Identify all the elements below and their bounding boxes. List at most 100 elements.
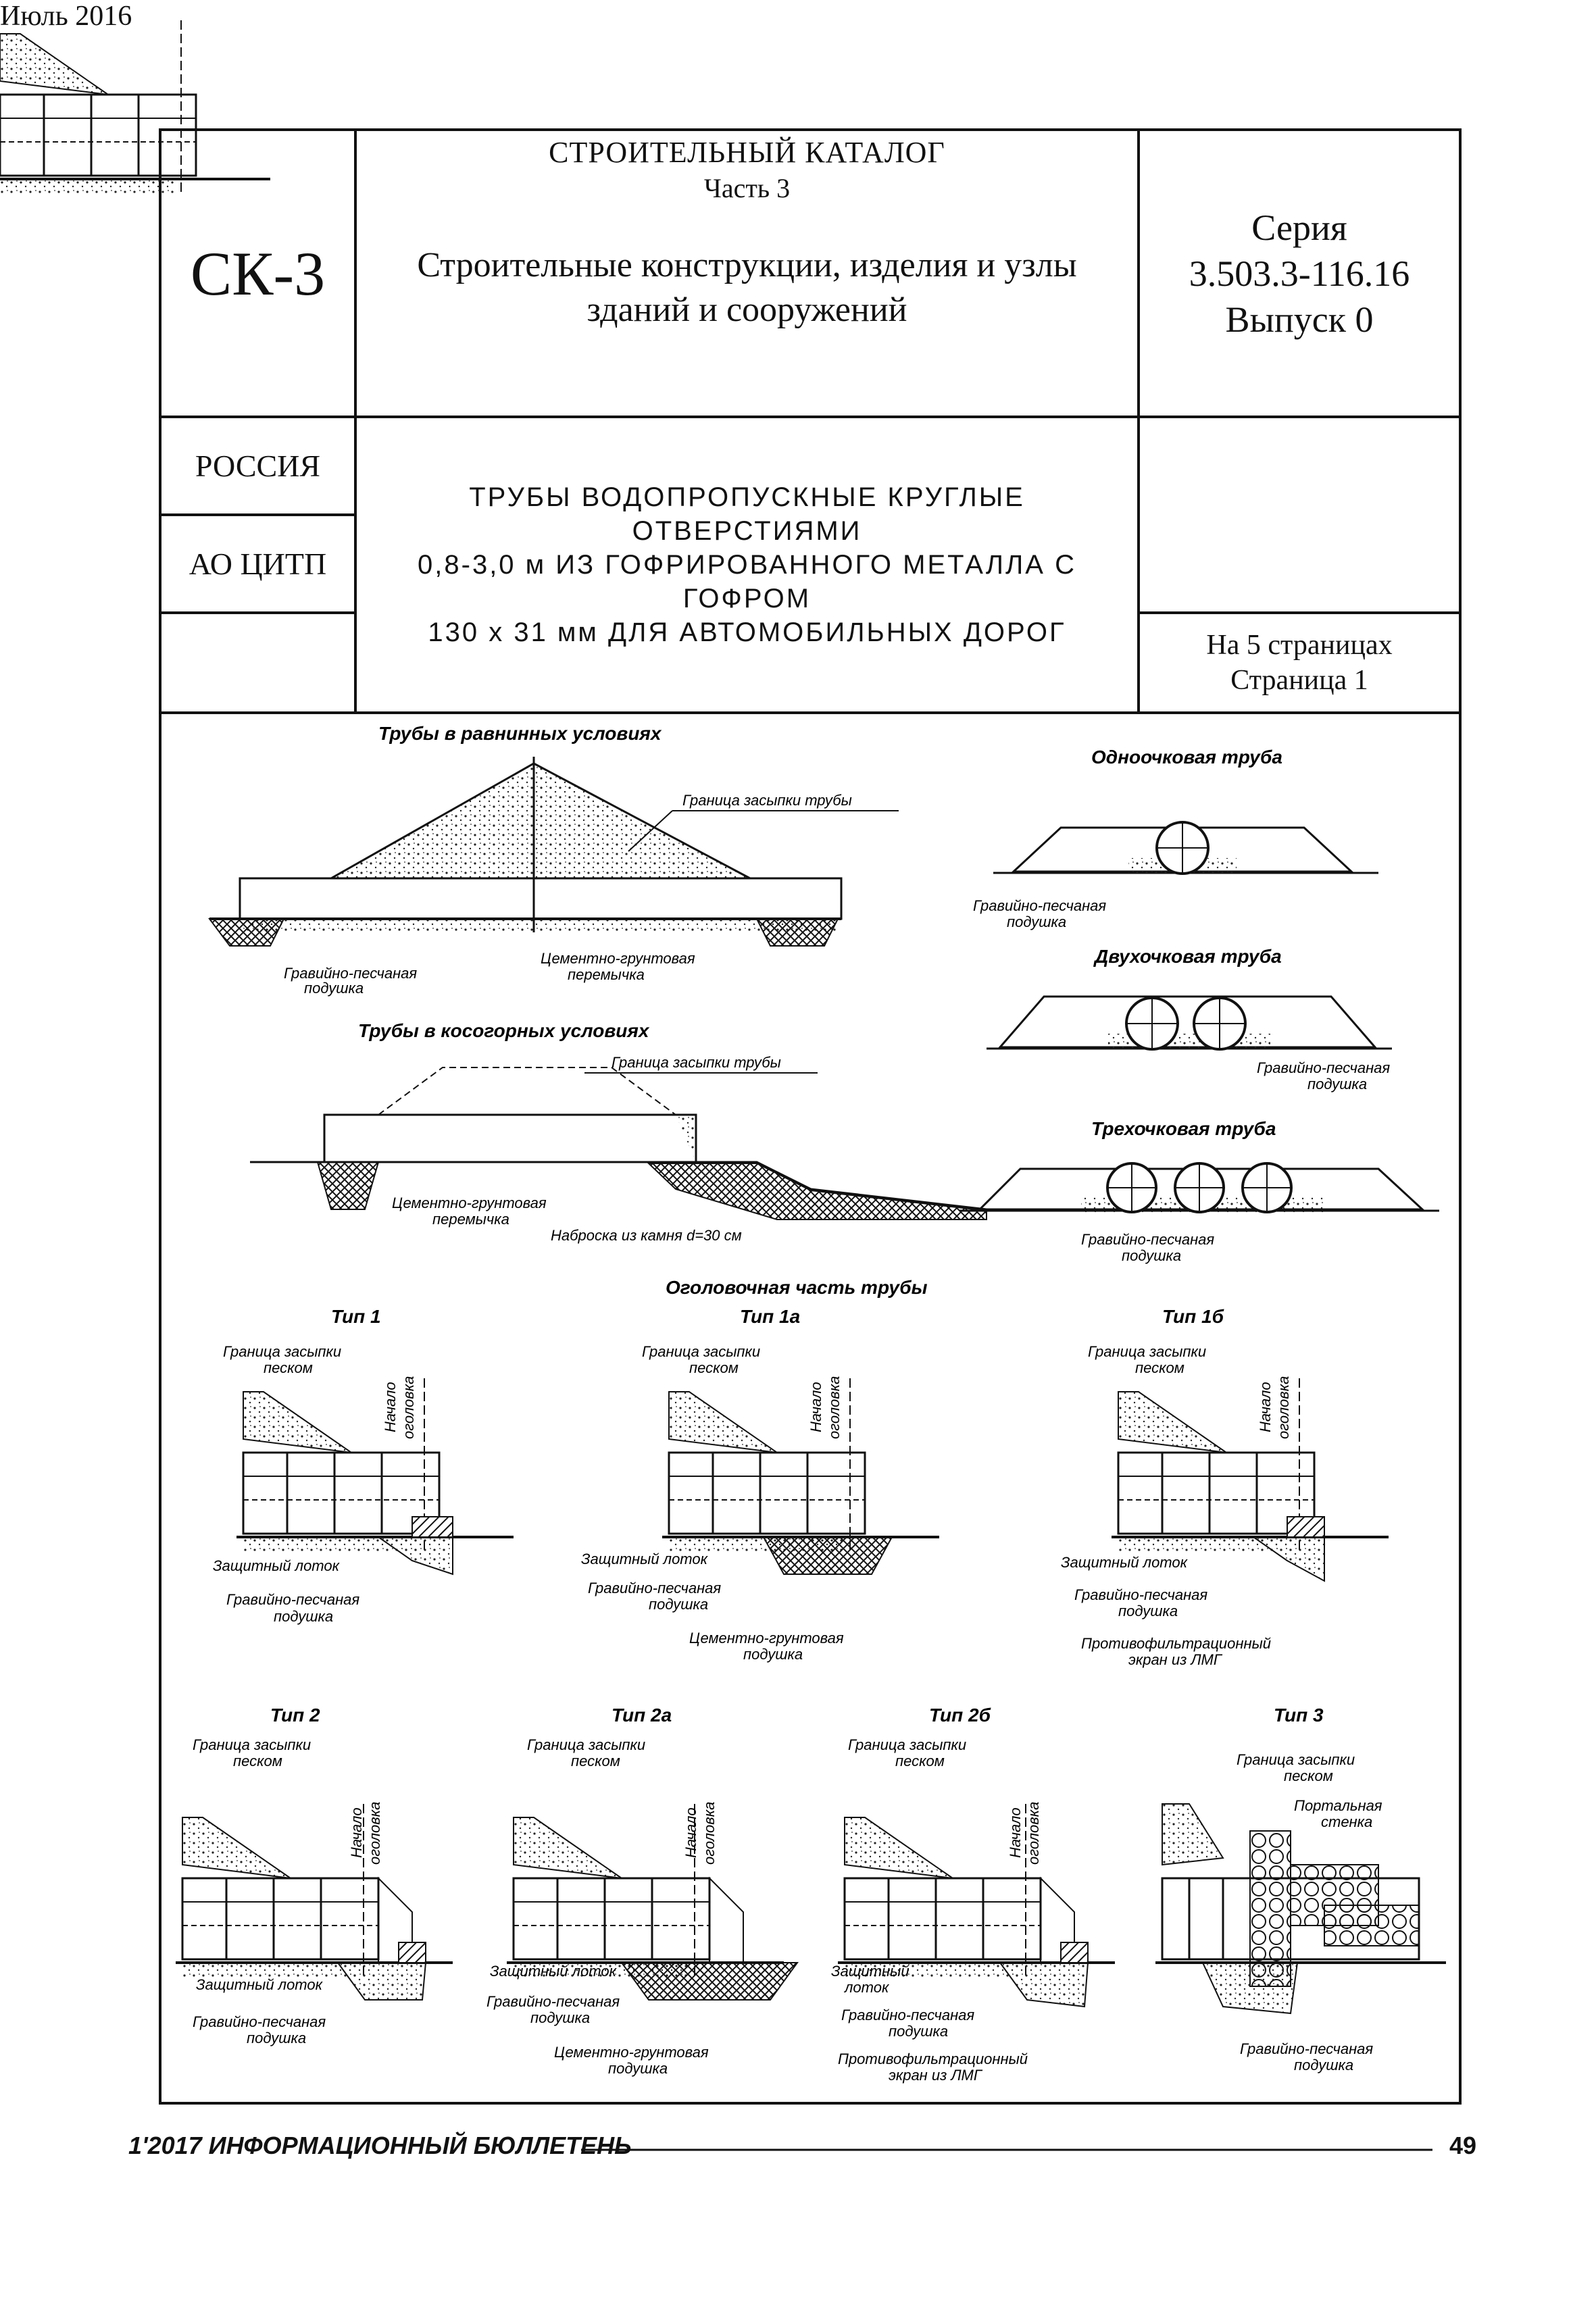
footer-bulletin: 1'2017 ИНФОРМАЦИОННЫЙ БЮЛЛЕТЕНЬ — [128, 2132, 632, 2159]
pages-cell: На 5 страницах Страница 1 — [1140, 614, 1459, 711]
catalog-frame — [159, 128, 1462, 2105]
t1b-tray: Защитный лоток — [1061, 1554, 1189, 1571]
slope-embankment — [250, 1067, 987, 1220]
t1-gravel-2: подушка — [274, 1608, 333, 1625]
t2a-sand-1: Граница засыпки — [527, 1736, 645, 1753]
type-1b-label: Тип 1б — [1162, 1306, 1224, 1327]
t3-sand-1: Граница засыпки — [1237, 1751, 1355, 1768]
single-pipe-title: Одноочковая труба — [1091, 747, 1282, 768]
triple-pipe-title: Трехочковая труба — [1091, 1118, 1276, 1139]
t2a-cement-1: Цементно-грунтовая — [554, 2044, 709, 2061]
series-issue: Выпуск 0 — [1225, 299, 1374, 340]
divider — [159, 513, 355, 516]
plain-conditions-title: Трубы в равнинных условиях — [378, 723, 662, 744]
type-3-label: Тип 3 — [1274, 1705, 1324, 1726]
fill-boundary-label: Граница засыпки трубы — [682, 792, 852, 809]
t2a-sand-2: песком — [571, 1753, 620, 1769]
slope-fill-label: Граница засыпки трубы — [612, 1054, 781, 1071]
t1a-head-start-2: оголовка — [826, 1376, 843, 1439]
t1b-head-start-1: Начало — [1257, 1382, 1274, 1432]
t2a-gravel-2: подушка — [530, 2009, 590, 2026]
t2a-head-start-2: оголовка — [701, 1802, 718, 1865]
doc-title-line-2: 0,8-3,0 м ИЗ ГОФРИРОВАННОГО МЕТАЛЛА С ГО… — [418, 550, 1076, 613]
t1a-sand-2: песком — [689, 1359, 739, 1376]
t2b-head-start-1: Начало — [1007, 1807, 1024, 1858]
date-cell: Июль 2016 — [0, 1, 132, 32]
divider — [1137, 128, 1140, 713]
double-pipe-drawing — [987, 995, 1392, 1051]
t2b-tray-1: Защитный — [831, 1963, 909, 1980]
page-number: Страница 1 — [1230, 665, 1368, 696]
t3-portal-1: Портальная — [1294, 1797, 1382, 1814]
t2b-sand-2: песком — [895, 1753, 945, 1769]
divider — [159, 711, 1462, 714]
t1b-sand-1: Граница засыпки — [1088, 1343, 1206, 1360]
pages-count: На 5 страницах — [1206, 630, 1393, 661]
org-cell: АО ЦИТП — [189, 547, 327, 581]
t2b-sand-1: Граница засыпки — [848, 1736, 966, 1753]
t3-gravel-2: подушка — [1294, 2057, 1353, 2073]
single-gravel-2: подушка — [1007, 913, 1066, 930]
doc-title-line-1: ТРУБЫ ВОДОПРОПУСКНЫЕ КРУГЛЫЕ ОТВЕРСТИЯМИ — [469, 482, 1025, 546]
slope-cement-label-1: Цементно-грунтовая — [392, 1194, 547, 1211]
catalog-title: СТРОИТЕЛЬНЫЙ КАТАЛОГ — [549, 136, 945, 169]
head-type-2b — [837, 1803, 1116, 2008]
country-cell: РОССИЯ — [195, 449, 321, 483]
t1-gravel-1: Гравийно-песчаная — [226, 1591, 359, 1608]
t1a-gravel-2: подушка — [649, 1596, 708, 1613]
head-part-title: Оголовочная часть трубы — [666, 1277, 928, 1298]
stone-label: Наброска из камня d=30 см — [551, 1227, 742, 1244]
document-title: ТРУБЫ ВОДОПРОПУСКНЫЕ КРУГЛЫЕ ОТВЕРСТИЯМИ… — [357, 418, 1137, 711]
head-type-2 — [174, 1803, 454, 2001]
cement-label-1: Цементно-грунтовая — [541, 950, 695, 967]
series-block: Серия 3.503.3-116.16 Выпуск 0 — [1140, 131, 1459, 416]
head-type-1 — [235, 1377, 515, 1576]
t2b-tray-2: лоток — [843, 1979, 890, 1996]
footer-page-number: 49 — [1449, 2132, 1477, 2159]
doc-title-line-3: 130 х 31 мм ДЛЯ АВТОМОБИЛЬНЫХ ДОРОГ — [428, 618, 1066, 647]
t3-sand-2: песком — [1284, 1767, 1333, 1784]
t1b-screen-1: Противофильтрационный — [1081, 1635, 1271, 1652]
head-type-2a — [505, 1803, 799, 2001]
catalog-subtitle-2: зданий и сооружений — [587, 291, 907, 329]
type-2a-label: Тип 2а — [612, 1705, 672, 1726]
t1a-cement-2: подушка — [743, 1646, 803, 1663]
t2b-gravel-1: Гравийно-песчаная — [841, 2007, 974, 2023]
t1a-head-start-1: Начало — [807, 1382, 824, 1432]
t1b-screen-2: экран из ЛМГ — [1128, 1651, 1223, 1668]
triple-pipe-drawing — [959, 1162, 1439, 1213]
double-gravel-1: Гравийно-песчаная — [1257, 1059, 1390, 1076]
t1b-gravel-2: подушка — [1118, 1603, 1178, 1619]
t1-sand-1: Граница засыпки — [223, 1343, 341, 1360]
cement-label-2: перемычка — [568, 966, 645, 983]
head-type-3 — [1155, 1803, 1446, 2015]
divider — [159, 611, 355, 614]
slope-conditions-title: Трубы в косогорных условиях — [358, 1020, 650, 1041]
catalog-part: Часть 3 — [703, 173, 791, 203]
t2-tray: Защитный лоток — [196, 1976, 324, 1993]
t2-sand-1: Граница засыпки — [193, 1736, 311, 1753]
t2-head-start-1: Начало — [348, 1807, 365, 1858]
t2-sand-2: песком — [233, 1753, 282, 1769]
gravel-label-2: подушка — [304, 980, 364, 997]
t2b-gravel-2: подушка — [889, 2023, 948, 2040]
t2b-head-start-2: оголовка — [1025, 1802, 1042, 1865]
t1-head-start-1: Начало — [382, 1382, 399, 1432]
catalog-subtitle-1: Строительные конструкции, изделия и узлы — [417, 246, 1077, 284]
t2b-screen-1: Противофильтрационный — [838, 2051, 1028, 2067]
t2a-tray: Защитный лоток — [490, 1963, 618, 1980]
triple-gravel-2: подушка — [1122, 1247, 1181, 1264]
series-label: Серия — [1251, 207, 1347, 248]
type-1-label: Тип 1 — [331, 1306, 381, 1327]
slope-cement-label-2: перемычка — [432, 1211, 509, 1228]
t1-sand-2: песком — [264, 1359, 313, 1376]
catalog-title-block: СТРОИТЕЛЬНЫЙ КАТАЛОГ Часть 3 Строительны… — [357, 131, 1137, 416]
double-pipe-title: Двухочковая труба — [1093, 946, 1282, 967]
t3-gravel-1: Гравийно-песчаная — [1240, 2040, 1373, 2057]
t2b-screen-2: экран из ЛМГ — [889, 2067, 983, 2084]
t1-head-start-2: оголовка — [400, 1376, 417, 1439]
t2a-gravel-1: Гравийно-песчаная — [487, 1993, 620, 2010]
single-gravel-1: Гравийно-песчаная — [973, 897, 1106, 914]
divider — [159, 416, 1462, 418]
